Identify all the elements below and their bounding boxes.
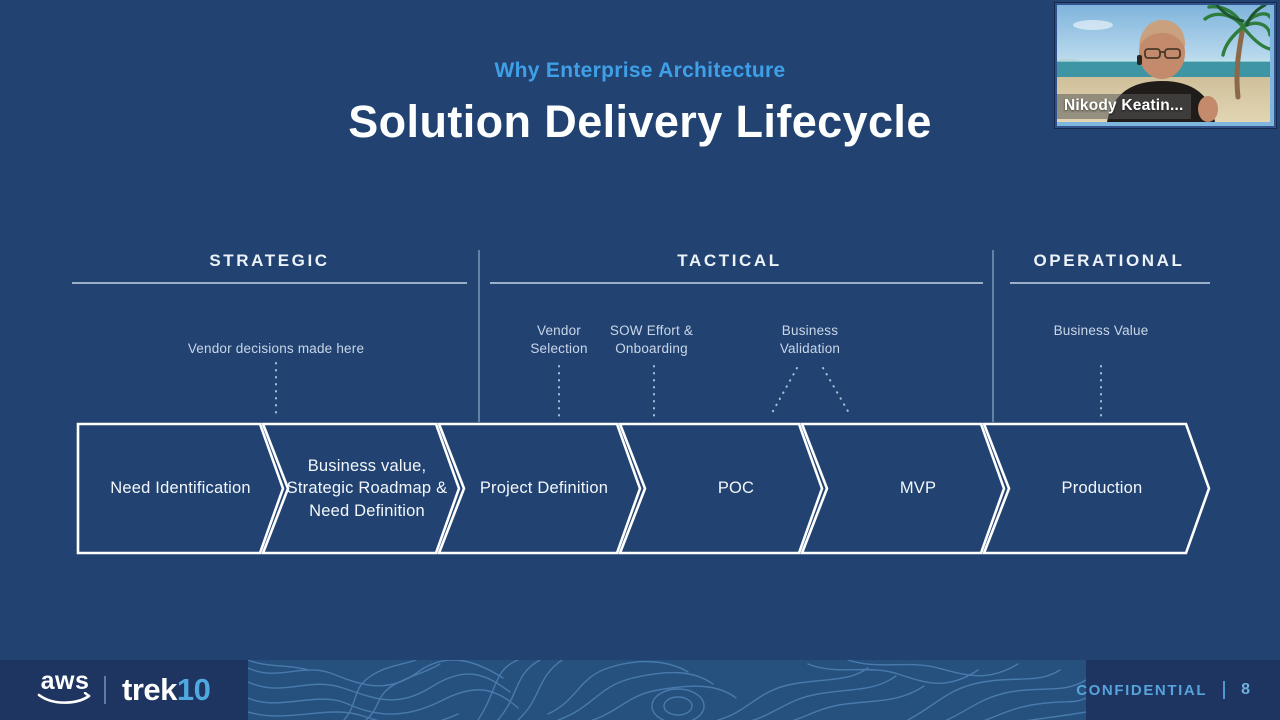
slide-kicker: Why Enterprise Architecture (494, 58, 786, 82)
chevron-business-value (261, 422, 461, 555)
annotation-sow-effort: SOW Effort & Onboarding (609, 323, 694, 356)
annotation-connectors (275, 362, 1102, 418)
chevron-shapes (76, 422, 1211, 555)
footer-bar: aws trek10 CONFIDENTIAL 8 (0, 660, 1280, 720)
phase-header-operational: OPERATIONAL (1033, 251, 1185, 270)
confidential-group: CONFIDENTIAL 8 (1076, 660, 1250, 720)
page-number: 8 (1241, 681, 1250, 698)
stage-business-value: Business value, Strategic Roadmap & Need… (286, 457, 448, 520)
chevron-need-identification (76, 422, 285, 555)
chevron-production (982, 422, 1211, 555)
chevron-poc (618, 422, 824, 555)
annotation-vendor-decisions: Vendor decisions made here (187, 341, 365, 356)
annotation-business-validation: Business Validation (779, 323, 841, 356)
page-divider (1223, 681, 1226, 699)
trek10-logo-number: 10 (176, 672, 211, 707)
stage-poc: POC (717, 479, 755, 498)
palm-tree (1203, 5, 1270, 100)
annotation-vendor-selection: Vendor Selection (530, 323, 588, 356)
logo-divider (104, 676, 106, 704)
aws-smile-icon (37, 691, 91, 704)
annotation-business-value: Business Value (1053, 323, 1149, 338)
trek10-logo: trek10 (122, 672, 211, 708)
glasses (1144, 48, 1181, 59)
stage-project-definition: Project Definition (479, 479, 609, 498)
webcam-video-tile[interactable]: Nikody Keatin... (1055, 3, 1276, 128)
aws-logo-text: aws (40, 667, 90, 695)
chevron-project-definition (437, 422, 642, 555)
webcam-participant-name: Nikody Keatin... (1057, 94, 1192, 119)
aws-logo: aws (36, 667, 94, 710)
phase-header-tactical: TACTICAL (677, 251, 782, 270)
stage-mvp: MVP (899, 479, 937, 498)
stage-production: Production (1061, 479, 1143, 498)
trek10-logo-text: trek (122, 672, 177, 707)
slide-title: Solution Delivery Lifecycle (348, 96, 932, 147)
confidential-label: CONFIDENTIAL (1076, 681, 1208, 699)
phase-header-strategic: STRATEGIC (209, 251, 330, 270)
topographic-pattern (248, 660, 1086, 720)
stage-need-identification: Need Identification (110, 479, 251, 498)
phase-dividers (478, 250, 994, 422)
chevron-mvp (800, 422, 1006, 555)
